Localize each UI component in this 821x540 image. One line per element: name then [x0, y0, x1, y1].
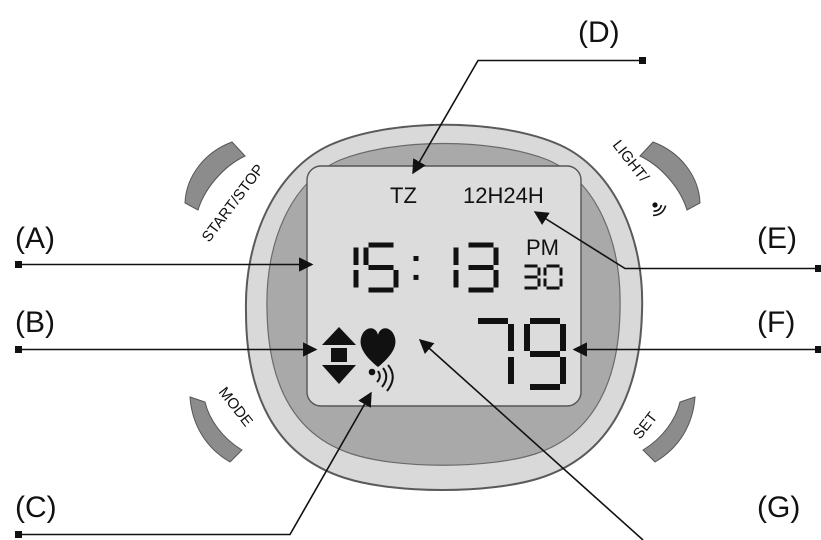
- heart-rate-display-digit: [478, 318, 514, 384]
- callout-label-f: (F): [757, 306, 795, 339]
- hour-format-indicator: 12H24H: [463, 183, 544, 208]
- heart-rate-display: [478, 318, 566, 390]
- start-stop-button[interactable]: [184, 141, 246, 211]
- callout-label-b: (B): [15, 306, 55, 339]
- set-button[interactable]: [642, 396, 696, 463]
- leader-line-c: [15, 391, 372, 538]
- callout-label-c: (C): [15, 491, 57, 524]
- meridiem-indicator: PM: [526, 235, 559, 260]
- time-display-digit: [363, 242, 399, 293]
- seconds-display: [524, 264, 563, 290]
- leader-line-a: [15, 257, 314, 272]
- leader-line-d: [412, 57, 646, 175]
- timezone-indicator: TZ: [390, 183, 417, 208]
- callout-label-a: (A): [15, 222, 55, 255]
- light-signal-icon: [652, 202, 667, 217]
- callout-label-e: (E): [757, 222, 797, 255]
- time-display-colon: [413, 256, 419, 280]
- mode-button[interactable]: [189, 396, 243, 463]
- light-label: LIGHT/: [609, 137, 653, 186]
- mode-label: MODE: [215, 384, 256, 430]
- up-down-arrow-icon: [322, 327, 356, 384]
- seconds-display-digit: [543, 264, 563, 290]
- light-button[interactable]: [639, 141, 701, 211]
- leader-line-b: [15, 342, 318, 357]
- signal-waves-icon: [368, 364, 394, 392]
- leader-line-e: [533, 211, 821, 272]
- seconds-display-digit: [524, 264, 541, 290]
- heart-icon: [360, 328, 396, 367]
- leader-line-g: [418, 339, 644, 540]
- time-display-digit: [468, 242, 499, 293]
- time-display: [353, 242, 499, 293]
- leader-line-f: [572, 342, 821, 357]
- callout-label-g: (G): [757, 491, 800, 524]
- set-label: SET: [630, 409, 661, 442]
- heart-rate-display-digit: [524, 318, 566, 390]
- callout-label-d: (D): [578, 16, 620, 49]
